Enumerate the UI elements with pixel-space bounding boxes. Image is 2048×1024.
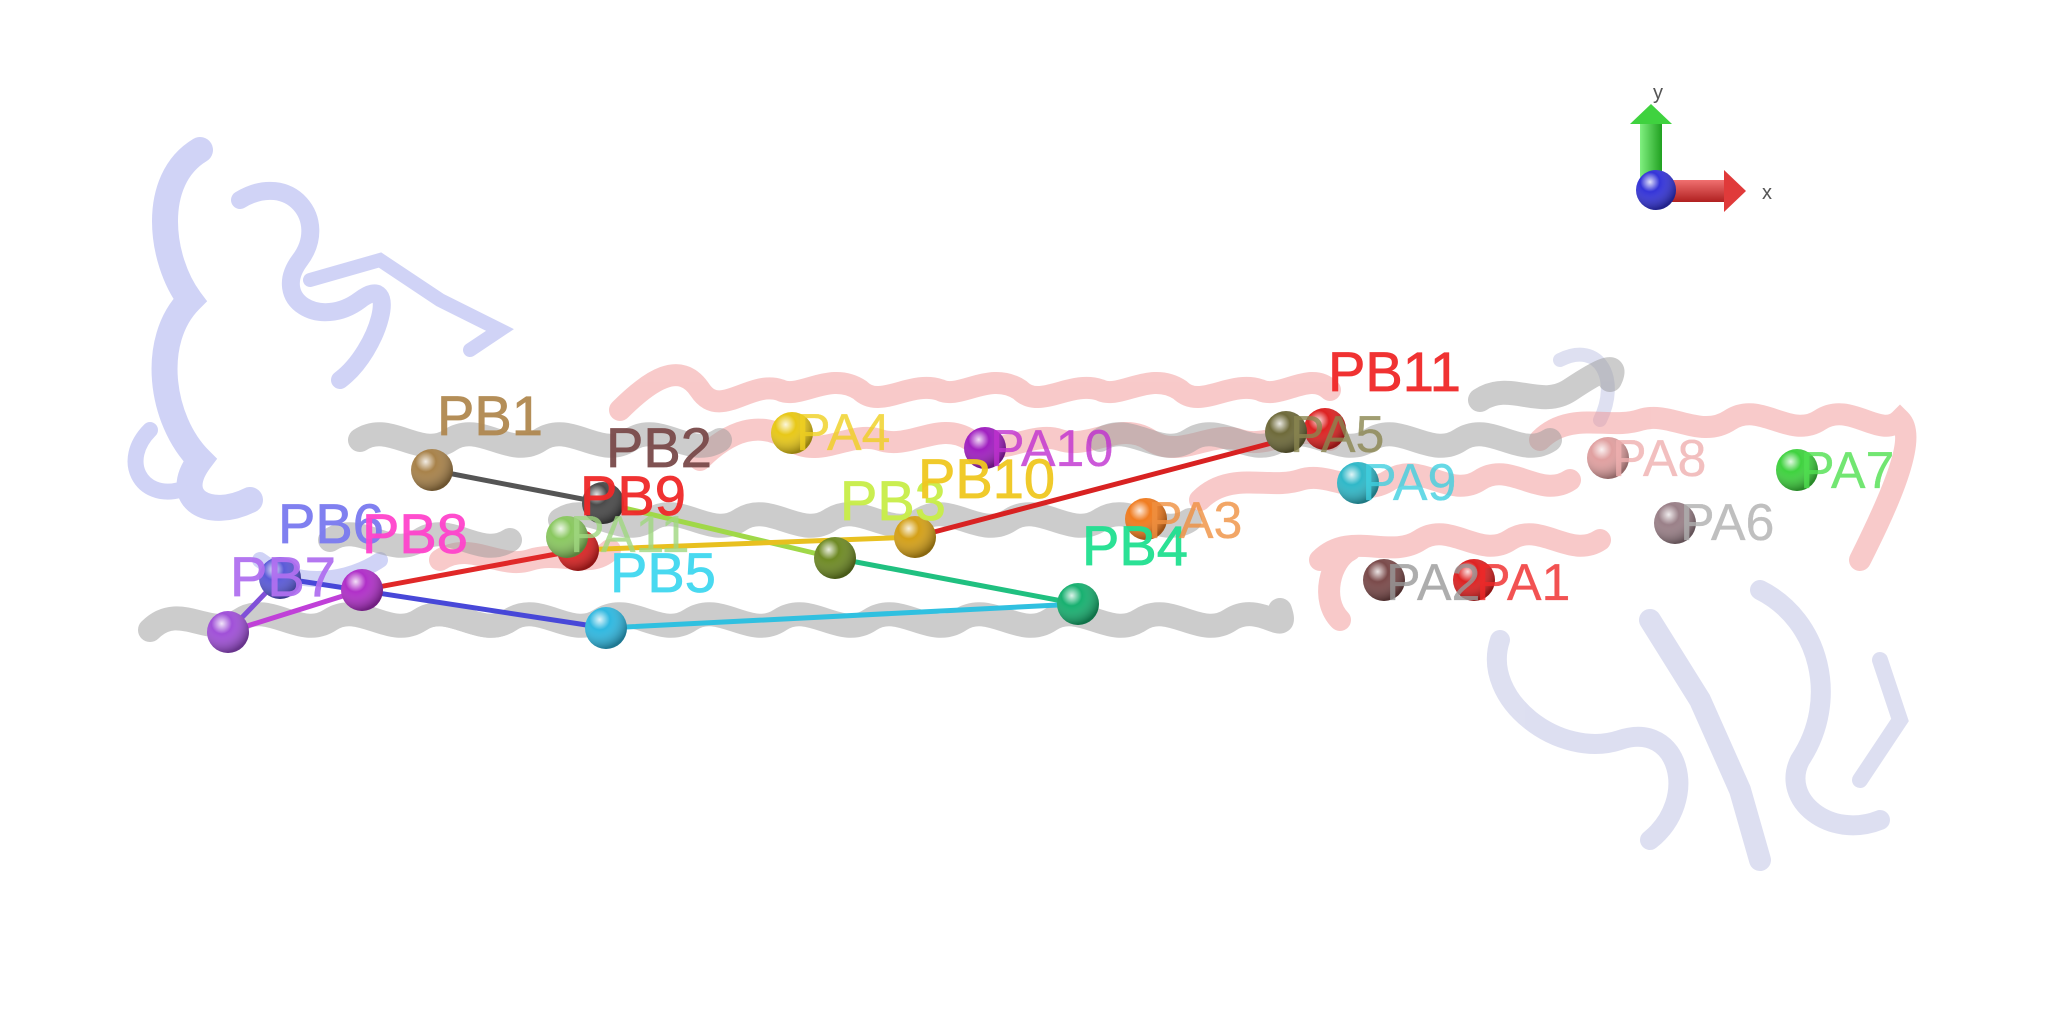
label-pa4: PA4 bbox=[796, 404, 890, 462]
label-pa1: PA1 bbox=[1476, 554, 1570, 612]
label-pb3: PB3 bbox=[840, 469, 946, 532]
bead-pb7 bbox=[207, 611, 249, 653]
bead-bonds bbox=[225, 426, 1328, 635]
bead-pb10 bbox=[894, 516, 936, 558]
label-pb11: PB11 bbox=[1328, 340, 1461, 403]
bead-pa10 bbox=[964, 427, 1006, 469]
axes-indicator: y x bbox=[1630, 82, 1772, 212]
label-pa6: PA6 bbox=[1680, 494, 1774, 552]
label-pa9: PA9 bbox=[1362, 454, 1456, 512]
y-axis-label: y bbox=[1653, 82, 1663, 104]
label-pa5: PA5 bbox=[1290, 406, 1384, 464]
bead-pa9 bbox=[1337, 462, 1379, 504]
bead-pb1 bbox=[411, 449, 453, 491]
bond-pb8-pb9 bbox=[359, 547, 581, 593]
label-pb8: PB8 bbox=[362, 502, 468, 565]
label-pa8: PA8 bbox=[1612, 430, 1706, 488]
bond-pb1-pb2 bbox=[429, 467, 606, 506]
label-pb5: PB5 bbox=[610, 541, 716, 604]
bead-pa1 bbox=[1453, 559, 1495, 601]
bead-pa11 bbox=[546, 516, 588, 558]
bead-pb5 bbox=[585, 607, 627, 649]
bead-pa5 bbox=[1265, 411, 1307, 453]
label-pb2: PB2 bbox=[606, 416, 712, 479]
bead-pa3 bbox=[1125, 498, 1167, 540]
label-pb9: PB9 bbox=[580, 464, 686, 527]
bond-pb10-pb11 bbox=[912, 426, 1328, 540]
label-pa3: PA3 bbox=[1148, 492, 1242, 550]
bead-pb3 bbox=[814, 537, 856, 579]
x-axis-label: x bbox=[1762, 182, 1772, 204]
label-pa10: PA10 bbox=[990, 420, 1113, 478]
bond-pb9-pb10 bbox=[575, 534, 918, 553]
bead-pa4 bbox=[771, 412, 813, 454]
label-pa11: PA11 bbox=[570, 506, 690, 564]
bond-pb2-pb3 bbox=[600, 500, 838, 561]
bead-pb6 bbox=[259, 557, 301, 599]
bead-pa7 bbox=[1776, 449, 1818, 491]
bead-pb8 bbox=[341, 569, 383, 611]
z-axis-sphere bbox=[1636, 170, 1676, 210]
bead-pa8 bbox=[1587, 437, 1629, 479]
label-pb6: PB6 bbox=[278, 492, 384, 555]
label-pb10: PB10 bbox=[918, 447, 1055, 510]
bead-pa2 bbox=[1363, 559, 1405, 601]
bond-pb3-pb4 bbox=[832, 555, 1081, 607]
bond-pb4-pb5 bbox=[603, 601, 1081, 631]
bead-pa6 bbox=[1654, 502, 1696, 544]
label-pb4: PB4 bbox=[1082, 514, 1188, 577]
label-pa7: PA7 bbox=[1800, 442, 1894, 500]
bead-pb2 bbox=[582, 482, 624, 524]
label-pb1: PB1 bbox=[437, 384, 543, 447]
bead-pb11 bbox=[1304, 408, 1346, 450]
label-pa2: PA2 bbox=[1386, 554, 1480, 612]
bead-spheres bbox=[207, 408, 1818, 653]
right-domain-ribbon bbox=[1486, 347, 1909, 871]
x-axis-arrow bbox=[1660, 170, 1746, 212]
bead-pb4 bbox=[1057, 583, 1099, 625]
bond-pb5-pb6 bbox=[277, 575, 609, 631]
bond-pb7-pb8 bbox=[225, 587, 365, 635]
label-pb7: PB7 bbox=[230, 545, 336, 608]
